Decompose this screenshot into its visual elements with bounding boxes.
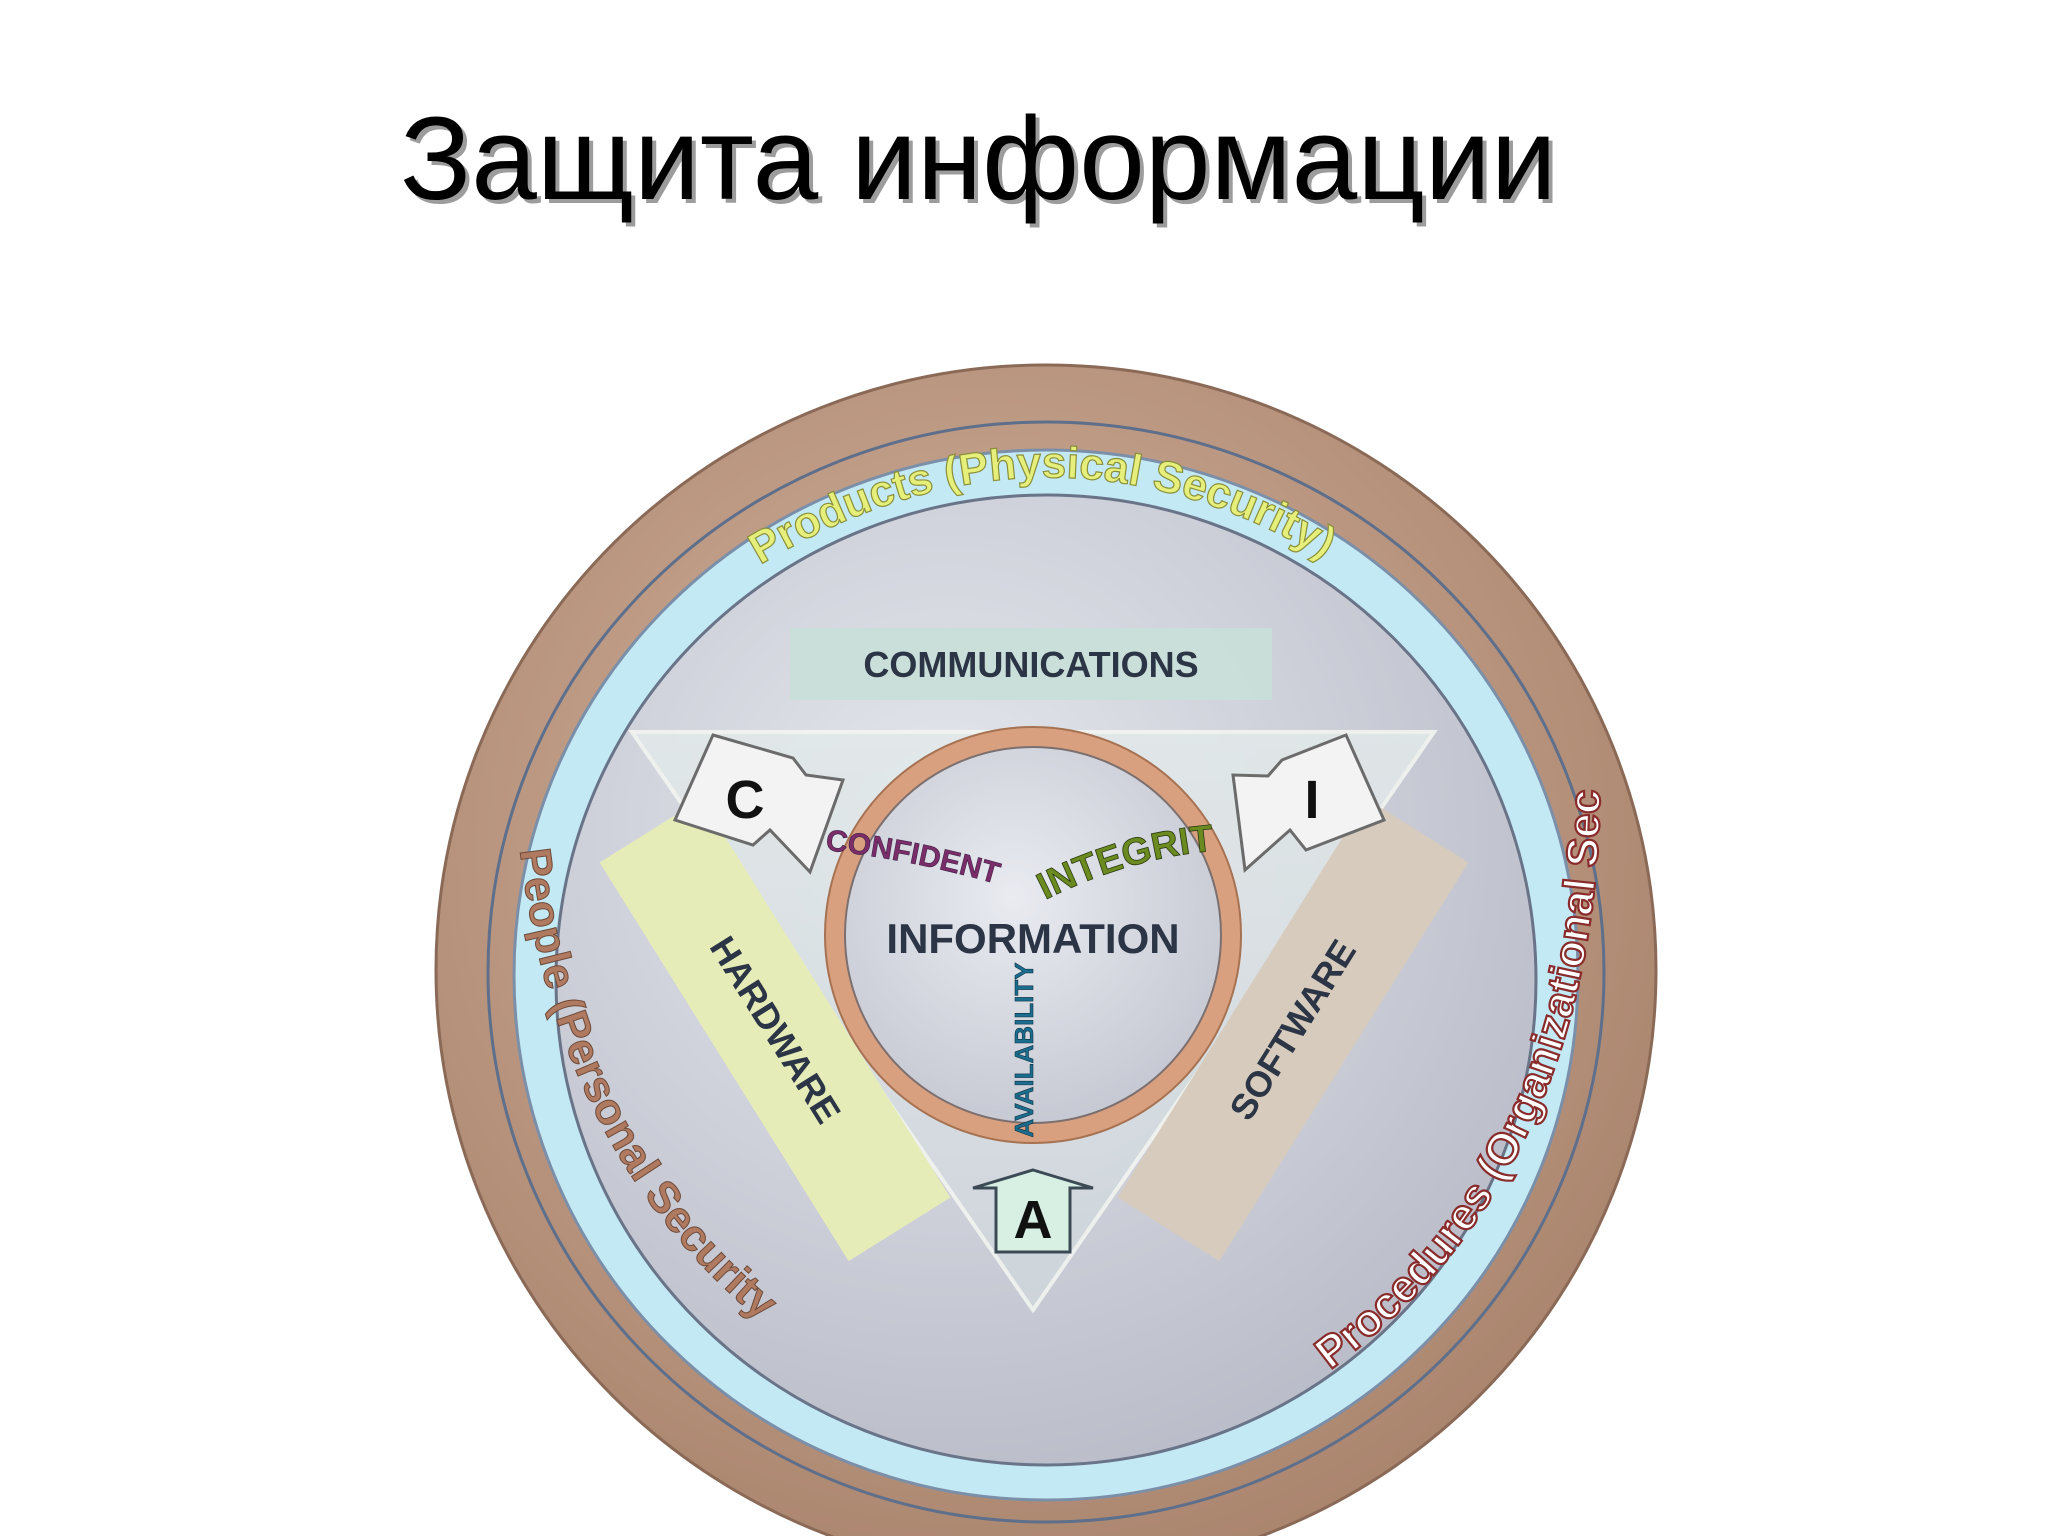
availability-label: AVAILABILITY xyxy=(1009,962,1039,1137)
information-label: INFORMATION xyxy=(886,915,1179,962)
availability-arrow: A xyxy=(972,1168,1094,1254)
communications-box: COMMUNICATIONS xyxy=(790,628,1272,700)
a-letter: A xyxy=(1014,1190,1053,1250)
confidentiality-arrow: C xyxy=(672,733,846,875)
integrity-arrow: I xyxy=(1231,733,1387,874)
communications-label: COMMUNICATIONS xyxy=(863,644,1198,685)
slide-title: Защита информации xyxy=(400,93,1557,225)
c-letter: C xyxy=(726,770,765,830)
i-letter: I xyxy=(1304,770,1319,830)
information-core: INFORMATION xyxy=(824,726,1242,1144)
